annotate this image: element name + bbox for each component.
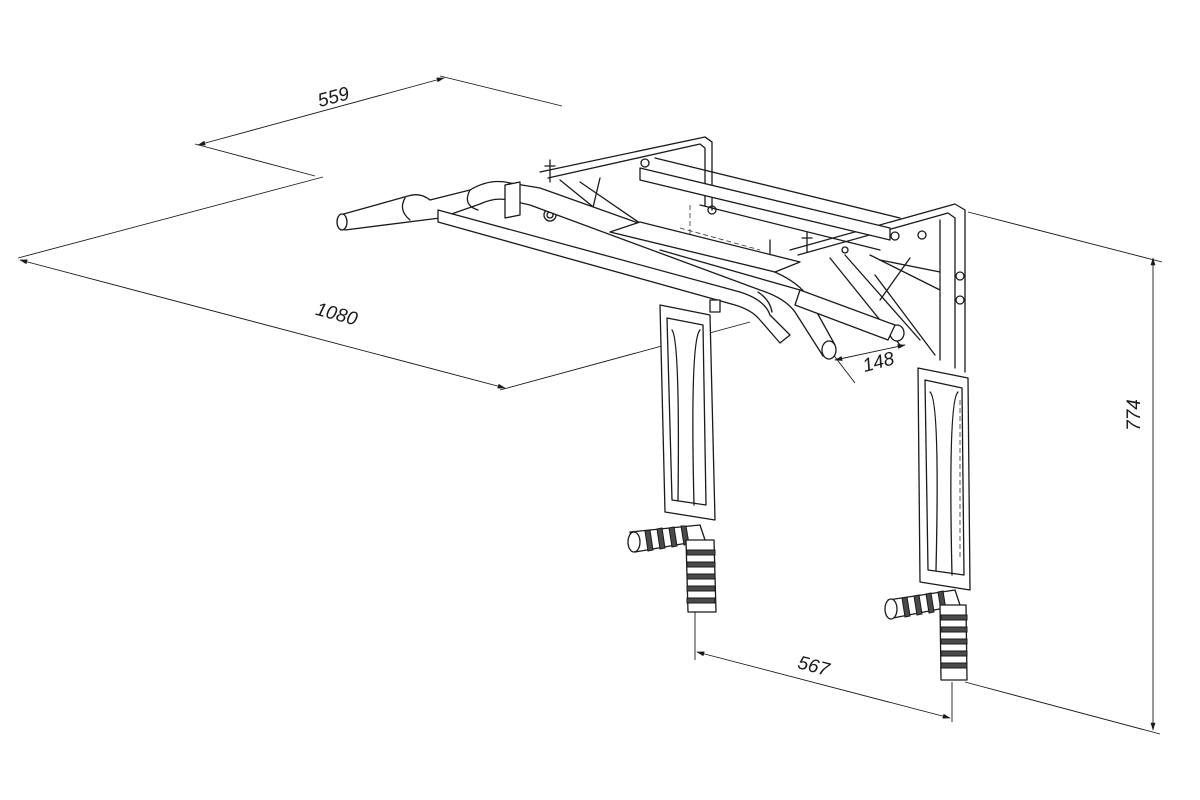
tube-end-cap	[821, 340, 837, 360]
extension-line	[831, 352, 856, 384]
dimension-depth: 559	[194, 75, 563, 177]
extension-line	[194, 143, 316, 177]
extension-line	[439, 75, 563, 107]
dimension-grip-spacing: 567	[694, 612, 953, 722]
dimension-label-depth: 559	[316, 83, 352, 112]
dimension-line	[834, 344, 906, 361]
left-vertical-grip	[685, 539, 717, 613]
dimension-line	[696, 651, 951, 719]
extension-line	[17, 176, 324, 259]
extension-line	[967, 211, 1163, 263]
rear-wall-frame	[539, 136, 966, 373]
dimension-line	[197, 77, 445, 146]
extension-line	[499, 321, 751, 391]
dimension-label-height: 774	[1124, 399, 1145, 431]
dimension-label-width: 1080	[313, 299, 360, 330]
left-wall-pad	[659, 304, 716, 521]
right-wall-pad	[917, 367, 971, 591]
right-knee-grip	[884, 589, 961, 620]
dimension-line	[19, 259, 506, 389]
extension-line	[964, 681, 1161, 735]
dimension-label-handle-offset: 148	[861, 348, 897, 377]
right-vertical-grip	[939, 604, 968, 681]
dimension-label-grip-spacing: 567	[795, 652, 832, 681]
cross-tube	[504, 181, 521, 219]
dimension-handle-offset: 148	[831, 344, 906, 384]
pullup-handle-bar	[336, 180, 905, 360]
dimension-height: 774	[964, 211, 1163, 735]
